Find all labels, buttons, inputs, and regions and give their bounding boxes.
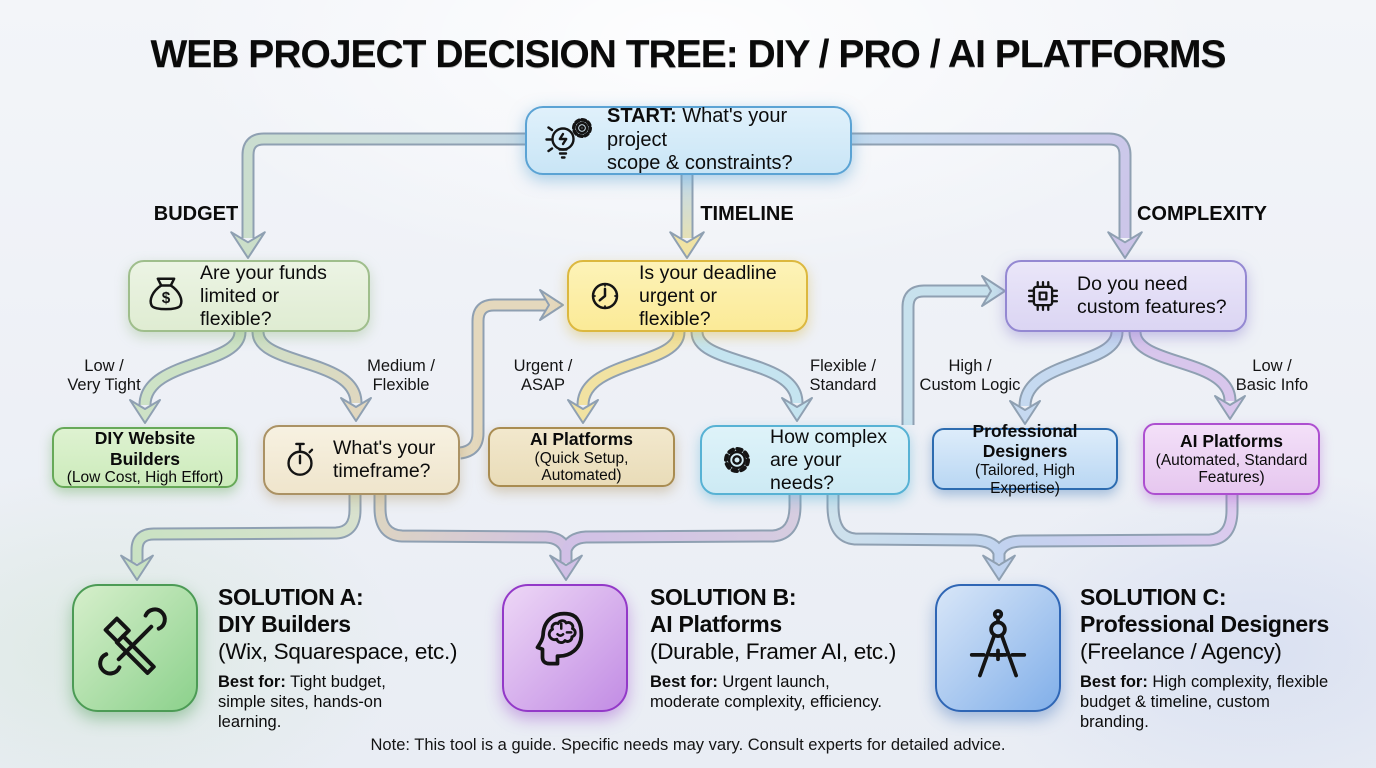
edge-label-budget-low: Low / Very Tight [67,357,141,394]
edge-label-timeline-flexible: Flexible / Standard [809,357,877,394]
lightbulb-gear-icon [540,113,596,169]
result-node-ai-quick: AI Platforms (Quick Setup, Automated) [488,427,675,487]
solution-b-title: SOLUTION B: [650,584,797,610]
timeline-question-line2: urgent or flexible? [639,284,718,330]
money-bag-icon: $ [143,273,189,319]
solution-a-examples: (Wix, Squarespace, etc.) [218,639,458,664]
solution-b-text: SOLUTION B: AI Platforms (Durable, Frame… [650,584,896,712]
solution-a-badge [72,584,198,712]
edge-label-complexity-low: Low / Basic Info [1235,357,1309,394]
drafting-compass-icon [953,603,1043,693]
solution-c-title: SOLUTION C: [1080,584,1227,610]
needs-question-line2: are your needs? [770,448,842,494]
solution-a-title: SOLUTION A: [218,584,364,610]
solution-b-badge [502,584,628,712]
brain-head-icon [520,603,610,693]
result-node-pro-designers: Professional Designers (Tailored, High E… [932,421,1118,497]
solution-c-badge [935,584,1061,712]
edge-label-timeline-urgent: Urgent / ASAP [513,357,573,394]
solution-b-best: Best for: Urgent launch, moderate comple… [650,673,883,711]
complexity-question-line1: Do you need [1077,273,1188,295]
solution-a-name: DIY Builders [218,611,351,637]
page-title: WEB PROJECT DECISION TREE: DIY / PRO / A… [150,33,1226,76]
solution-b-examples: (Durable, Framer AI, etc.) [650,639,897,664]
chip-icon [1020,273,1066,319]
start-node: START: What's your project scope & const… [525,105,852,176]
solution-a-best: Best for: Tight budget, simple sites, ha… [218,673,386,731]
needs-question-line1: How complex [770,425,888,448]
solution-c-best: Best for: High complexity, flexible budg… [1080,673,1329,731]
footer-note: Note: This tool is a guide. Specific nee… [370,736,1006,754]
branch-label-complexity: COMPLEXITY [1136,203,1268,225]
clock-icon [582,273,628,319]
budget-question-line1: Are your funds [200,261,327,284]
start-prefix: START: [607,105,677,128]
start-line1: What's your project [607,105,788,151]
svg-text:$: $ [162,290,171,307]
edge-label-budget-medium: Medium / Flexible [367,357,435,394]
question-node-budget: $ Are your funds limited or flexible? [128,260,370,332]
gear-icon [715,438,759,482]
timeframe-question-line1: What's your [333,437,436,459]
question-node-timeline: Is your deadline urgent or flexible? [567,260,808,332]
solution-c-text: SOLUTION C: Professional Designers (Free… [1080,584,1338,732]
start-node-text: START: What's your project scope & const… [607,105,837,176]
budget-question-line2: limited or flexible? [200,284,280,330]
start-line2: scope & constraints? [607,152,793,175]
solution-c-examples: (Freelance / Agency) [1080,639,1282,664]
question-node-timeframe: What's your timeframe? [263,425,460,495]
solution-a-text: SOLUTION A: DIY Builders (Wix, Squarespa… [218,584,457,732]
timeline-question-line1: Is your deadline [639,261,777,284]
hammer-wrench-icon [90,603,180,693]
timeframe-question-line2: timeframe? [333,460,431,482]
solution-b-name: AI Platforms [650,611,782,637]
question-node-needs: How complex are your needs? [700,425,910,495]
solution-c-name: Professional Designers [1080,611,1330,637]
result-node-ai-standard: AI Platforms (Automated, Standard Featur… [1143,423,1320,495]
edge-label-complexity-high: High / Custom Logic [919,357,1021,394]
stopwatch-icon [278,438,322,482]
result-node-diy-builders: DIY Website Builders (Low Cost, High Eff… [52,427,238,488]
branch-label-timeline: TIMELINE [700,203,794,225]
complexity-question-line2: custom features? [1077,296,1227,318]
branch-label-budget: BUDGET [153,203,239,225]
question-node-complexity: Do you need custom features? [1005,260,1247,332]
